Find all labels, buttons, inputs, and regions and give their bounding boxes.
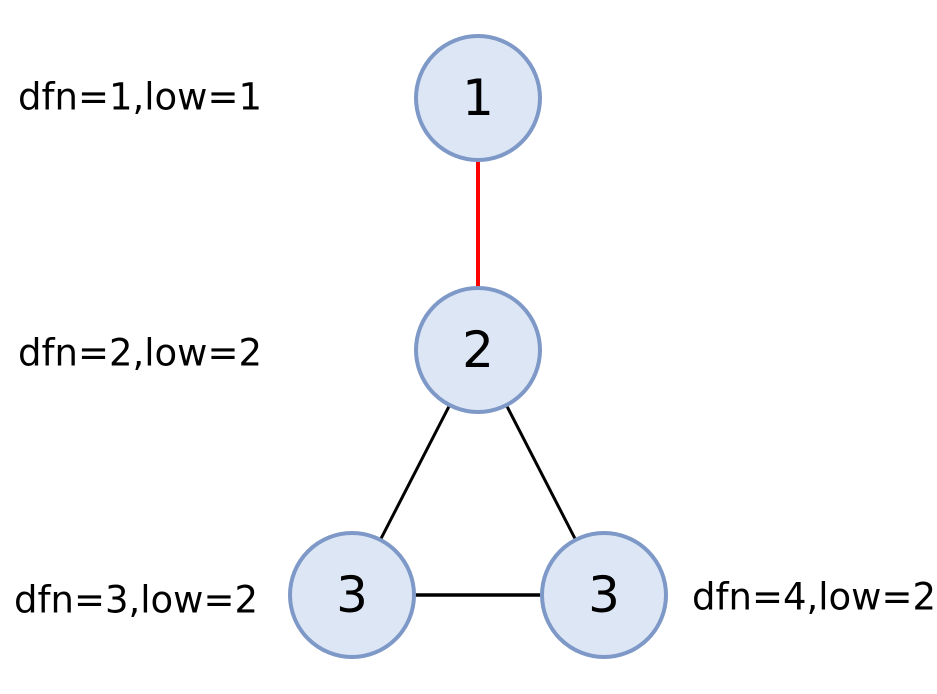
node-label-n2: 2	[462, 321, 494, 379]
graph-node-n3	[288, 531, 416, 659]
dfn-low-label-1: dfn=1,low=1	[18, 76, 262, 119]
graph-node-n2	[414, 286, 542, 414]
dfn-low-label-4: dfn=4,low=2	[692, 576, 936, 619]
dfn-low-label-3: dfn=3,low=2	[14, 579, 258, 622]
annotations-layer: dfn=1,low=1 dfn=2,low=2 dfn=3,low=2 dfn=4,l…	[14, 76, 936, 622]
nodes-layer: 1 2 3 3	[288, 34, 668, 659]
node-label-n1: 1	[462, 69, 494, 127]
dfn-low-label-2: dfn=2,low=2	[18, 332, 262, 375]
graph-node-n1	[414, 34, 542, 162]
graph-node-n4	[540, 531, 668, 659]
node-label-n3: 3	[336, 566, 368, 624]
node-label-n4: 3	[588, 566, 620, 624]
